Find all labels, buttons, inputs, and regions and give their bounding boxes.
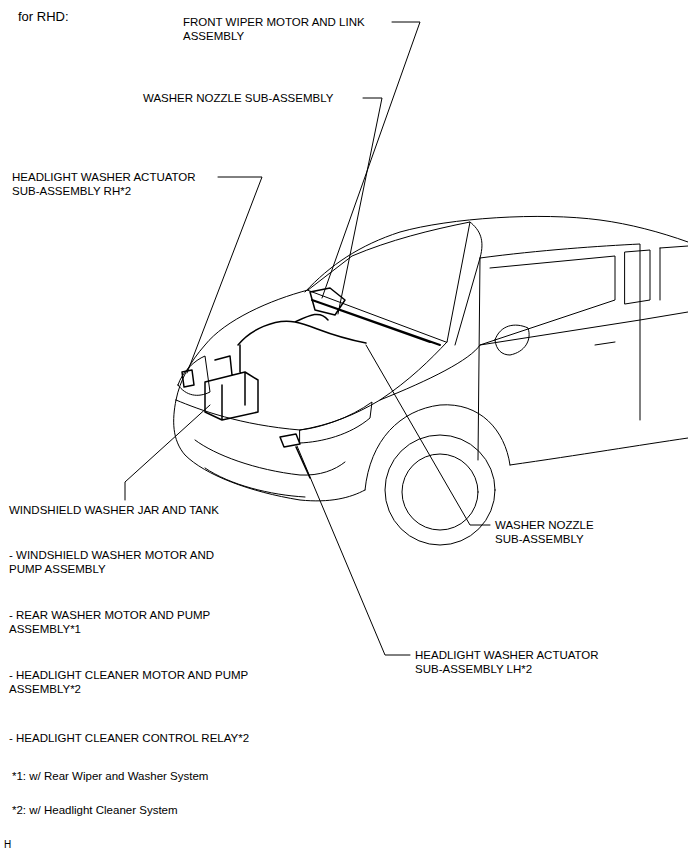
part-name: HEADLIGHT WASHER ACTUATOR SUB-ASSEMBLY R… <box>12 170 217 198</box>
a-pillar <box>455 222 482 345</box>
leader-line <box>125 405 210 500</box>
bumper <box>174 400 365 501</box>
mirror <box>495 325 529 355</box>
page-marker: H <box>4 838 11 852</box>
windshield <box>308 222 470 342</box>
page-title: for RHD: <box>18 9 69 24</box>
lower-grille <box>205 468 305 497</box>
part-name: WASHER NOZZLE SUB-ASSEMBLY <box>143 91 333 105</box>
leader-line <box>187 177 262 373</box>
leader-line <box>338 98 382 314</box>
leader-line <box>297 446 410 655</box>
footnote: *2: w/ Headlight Cleaner System <box>12 803 178 817</box>
door-handle <box>595 342 615 345</box>
wiper-motor <box>310 288 345 315</box>
door-front <box>478 244 640 460</box>
lh-washer-actuator <box>280 434 310 478</box>
washer-tank <box>205 345 258 420</box>
wiper-arm <box>312 300 440 345</box>
leader-line <box>322 22 420 298</box>
sill <box>510 438 688 465</box>
part-name: - WINDSHIELD WASHER MOTOR AND PUMP ASSEM… <box>9 548 231 576</box>
part-name: WASHER NOZZLE SUB-ASSEMBLY <box>495 518 605 546</box>
body-side <box>380 312 688 400</box>
headlight-lh <box>300 402 372 443</box>
part-name: HEADLIGHT WASHER ACTUATOR SUB-ASSEMBLY L… <box>415 648 625 676</box>
window-rear <box>625 246 688 304</box>
hood <box>176 290 308 400</box>
part-name: - HEADLIGHT CLEANER MOTOR AND PUMP ASSEM… <box>9 668 271 696</box>
rh-washer-actuator <box>182 370 194 387</box>
part-name: WINDSHIELD WASHER JAR AND TANK <box>9 503 219 517</box>
footnote: *1: w/ Rear Wiper and Washer System <box>12 769 208 783</box>
leader-line <box>366 345 490 525</box>
grille <box>195 440 345 475</box>
part-name: - HEADLIGHT CLEANER CONTROL RELAY*2 <box>9 731 249 745</box>
roof-line <box>305 216 688 292</box>
part-name: FRONT WIPER MOTOR AND LINK ASSEMBLY <box>183 15 388 43</box>
part-name: - REAR WASHER MOTOR AND PUMP ASSEMBLY*1 <box>9 608 231 636</box>
hood-edge <box>300 342 447 430</box>
tire <box>385 435 495 545</box>
washer-hose <box>238 314 366 345</box>
hood-front <box>176 400 300 430</box>
